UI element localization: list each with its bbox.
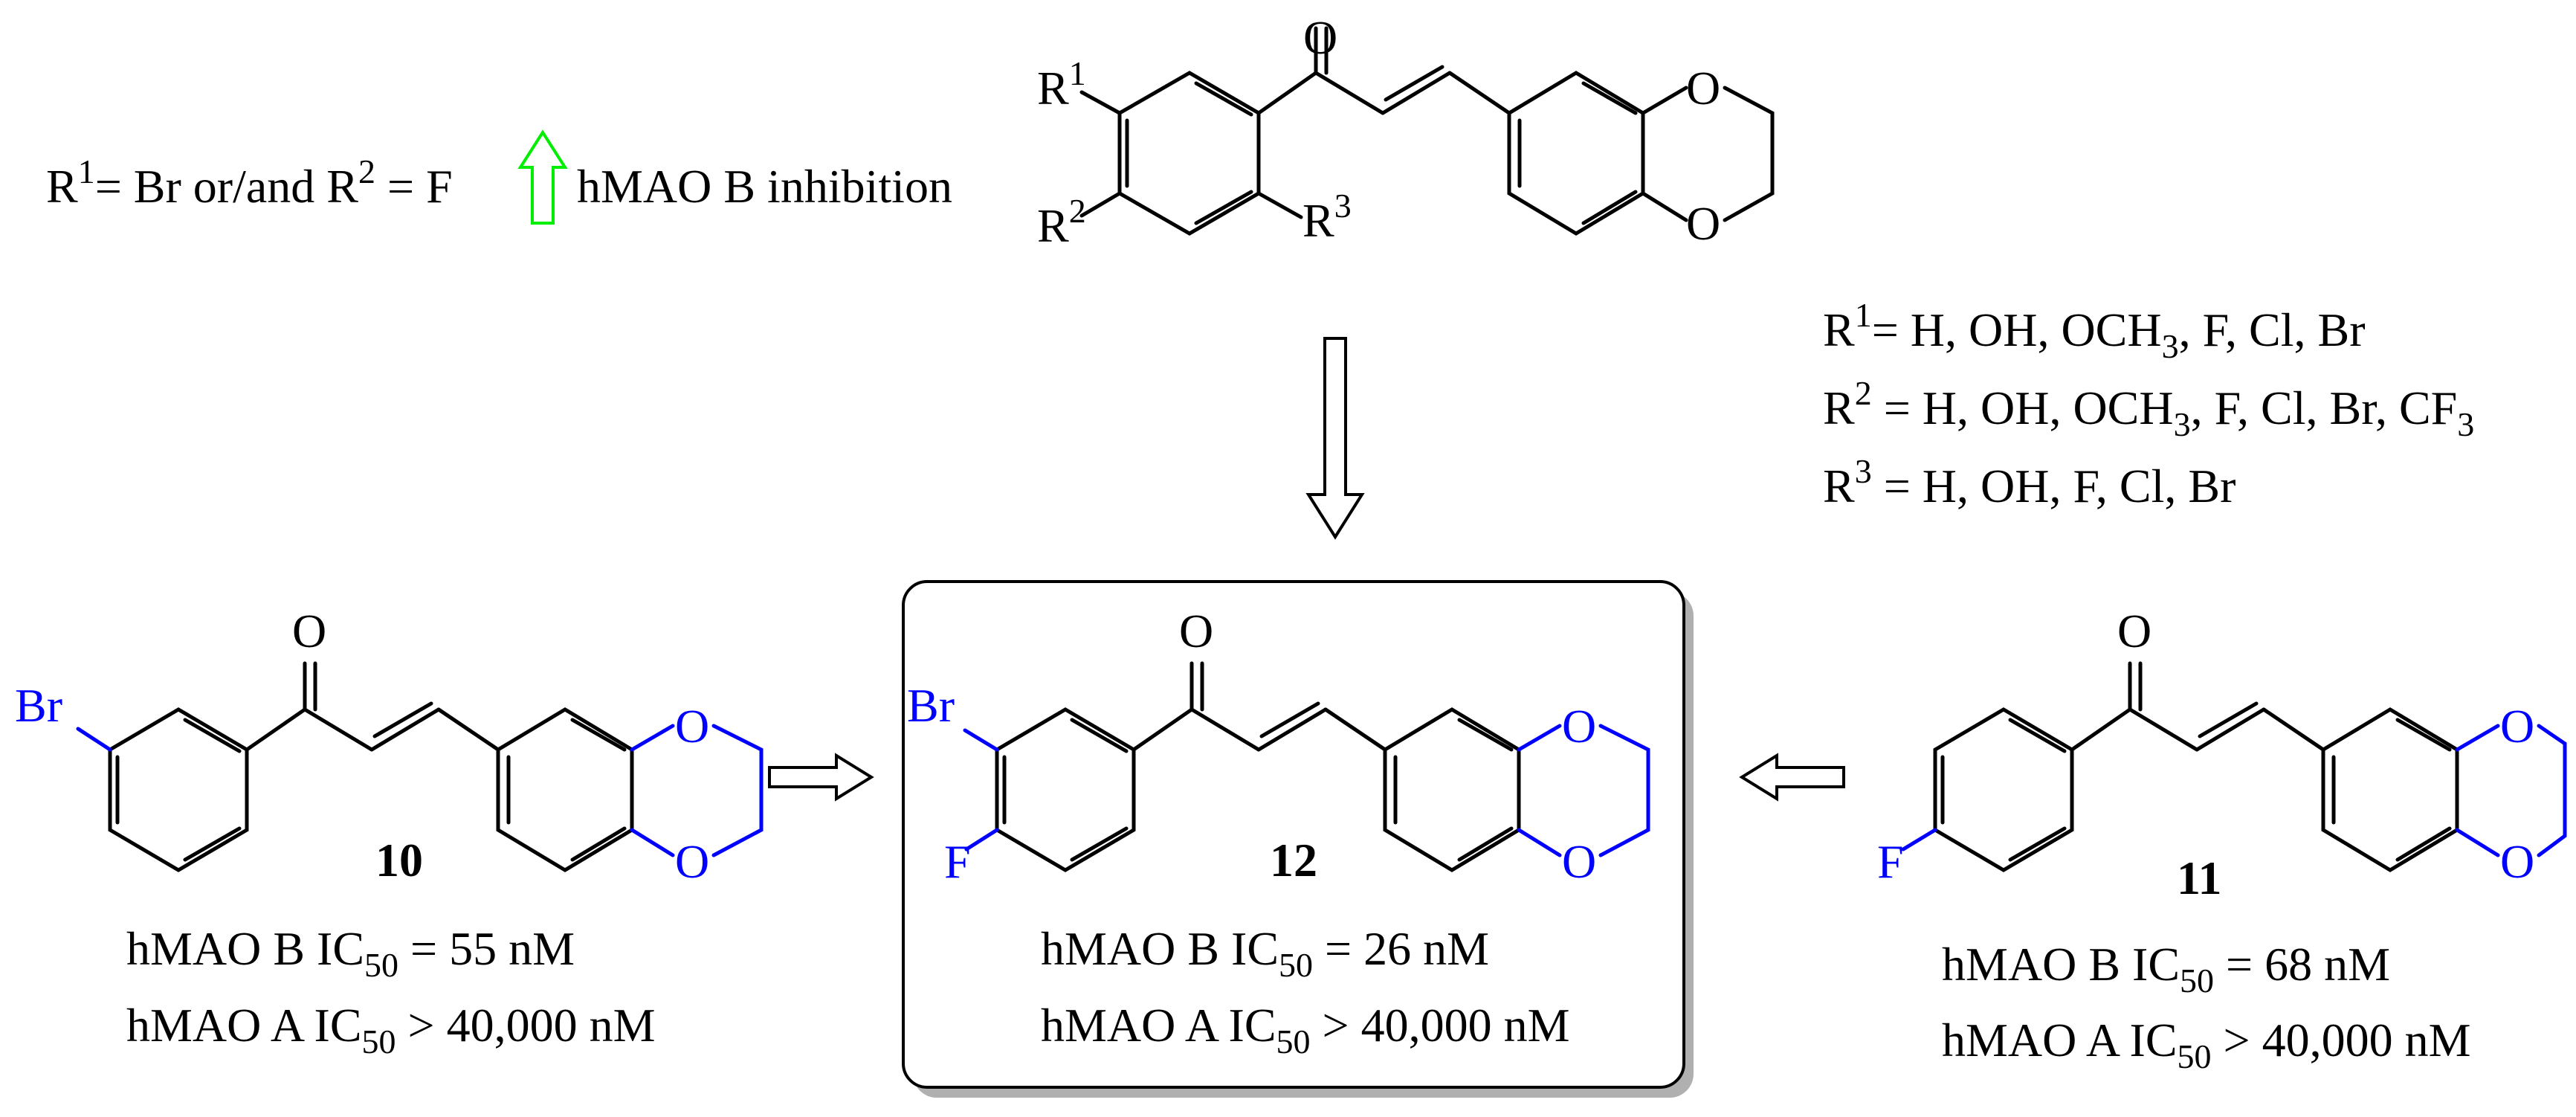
atom-oxygen: O [675, 700, 709, 753]
substituent-list: R1= H, OH, OCH3, F, Cl, Br R2 = H, OH, O… [1823, 296, 2474, 512]
atom-oxygen: O [1686, 62, 1720, 115]
atom-bromine: Br [907, 679, 955, 732]
atom-r3: R3 [1302, 187, 1352, 247]
box-frame [902, 580, 1685, 1089]
lead-compound-box [902, 580, 1694, 1098]
sar-note-text: R1= Br or/and R2 = F [46, 152, 453, 213]
compound-11-mao-b: hMAO B IC50 = 68 nM [1942, 938, 2390, 999]
atom-oxygen: O [2500, 700, 2534, 753]
compound-11-atoms: O F O O [1877, 605, 2534, 888]
compound-12-label: 12 [1270, 834, 1317, 886]
left-arrow-icon [1739, 753, 1845, 802]
compound-12-atoms: O Br F O O [907, 605, 1596, 888]
compound-12-mao-b: hMAO B IC50 = 26 nM [1041, 922, 1489, 984]
atom-oxygen: O [2117, 605, 2151, 657]
compound-11-mao-a: hMAO A IC50 > 40,000 nM [1942, 1014, 2471, 1075]
atom-fluorine: F [944, 835, 971, 888]
down-arrow-icon [1305, 337, 1365, 540]
generic-structure-atoms: O O O R1 R2 R3 [1037, 11, 1720, 252]
atom-r1: R1 [1037, 54, 1086, 115]
compound-11-label: 11 [2177, 852, 2221, 904]
sar-note: R1= Br or/and R2 = F hMAO B inhibition [46, 129, 952, 225]
right-arrow-icon [768, 753, 874, 802]
generic-chalcone-structure [1079, 26, 1775, 236]
atom-fluorine: F [1877, 835, 1904, 888]
compound-10-mao-a: hMAO A IC50 > 40,000 nM [126, 999, 656, 1060]
atom-oxygen: O [1686, 197, 1720, 250]
atom-bromine: Br [15, 679, 62, 732]
compound-11-structure [1901, 661, 2567, 872]
r3-substituents: R3 = H, OH, F, Cl, Br [1823, 452, 2236, 512]
sar-effect-text: hMAO B inhibition [577, 160, 952, 213]
atom-oxygen: O [675, 835, 709, 888]
compound-12-structure [963, 661, 1650, 872]
compound-10-atoms: O Br O O [15, 605, 709, 888]
r1-substituents: R1= H, OH, OCH3, F, Cl, Br [1823, 296, 2366, 365]
atom-r2: R2 [1037, 192, 1086, 252]
compound-10-mao-b: hMAO B IC50 = 55 nM [126, 922, 575, 984]
atom-oxygen: O [292, 605, 326, 657]
atom-oxygen: O [1562, 835, 1596, 888]
compound-12-mao-a: hMAO A IC50 > 40,000 nM [1041, 999, 1570, 1060]
atom-oxygen: O [1303, 11, 1337, 64]
up-arrow-icon [517, 129, 568, 225]
atom-oxygen: O [1179, 605, 1213, 657]
compound-10-structure [76, 661, 764, 872]
r2-substituents: R2 = H, OH, OCH3, F, Cl, Br, CF3 [1823, 374, 2474, 443]
compound-10-label: 10 [375, 834, 423, 886]
atom-oxygen: O [1562, 700, 1596, 753]
atom-oxygen: O [2500, 835, 2534, 888]
